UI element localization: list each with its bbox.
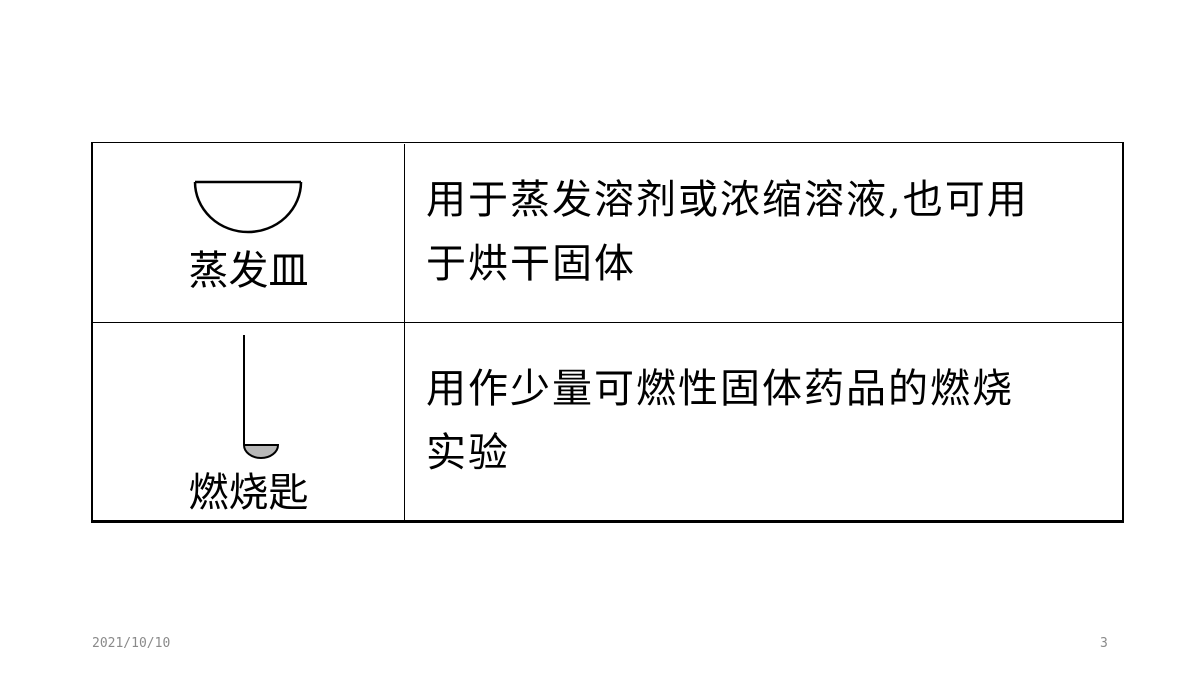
combustion-spoon-icon [242, 335, 280, 459]
apparatus-table: 蒸发皿 用于蒸发溶剂或浓缩溶液,也可用 于烘干固体 燃烧匙 用作少量可燃性固体药… [91, 142, 1124, 523]
apparatus-name: 燃烧匙 [188, 470, 309, 516]
table-row: 燃烧匙 用作少量可燃性固体药品的燃烧 实验 [93, 323, 1122, 520]
apparatus-name: 蒸发皿 [188, 248, 309, 294]
usage-cell: 用于蒸发溶剂或浓缩溶液,也可用 于烘干固体 [406, 144, 1122, 322]
usage-description: 用作少量可燃性固体药品的燃烧 实验 [426, 357, 1104, 485]
usage-line: 于烘干固体 [426, 241, 636, 287]
usage-description: 用于蒸发溶剂或浓缩溶液,也可用 于烘干固体 [426, 168, 1104, 296]
column-divider [404, 323, 405, 520]
usage-line: 实验 [426, 430, 510, 476]
usage-line: 用作少量可燃性固体药品的燃烧 [426, 366, 1014, 412]
usage-line: 用于蒸发溶剂或浓缩溶液,也可用 [426, 177, 1029, 223]
column-divider [404, 144, 405, 322]
table-row: 蒸发皿 用于蒸发溶剂或浓缩溶液,也可用 于烘干固体 [93, 144, 1122, 323]
evaporating-dish-icon [193, 180, 303, 234]
page-number: 3 [1100, 636, 1108, 651]
table-top-rule [93, 142, 1122, 143]
apparatus-cell: 蒸发皿 [93, 144, 404, 322]
apparatus-cell: 燃烧匙 [93, 323, 404, 520]
footer-date: 2021/10/10 [92, 636, 171, 651]
usage-cell: 用作少量可燃性固体药品的燃烧 实验 [406, 323, 1122, 520]
